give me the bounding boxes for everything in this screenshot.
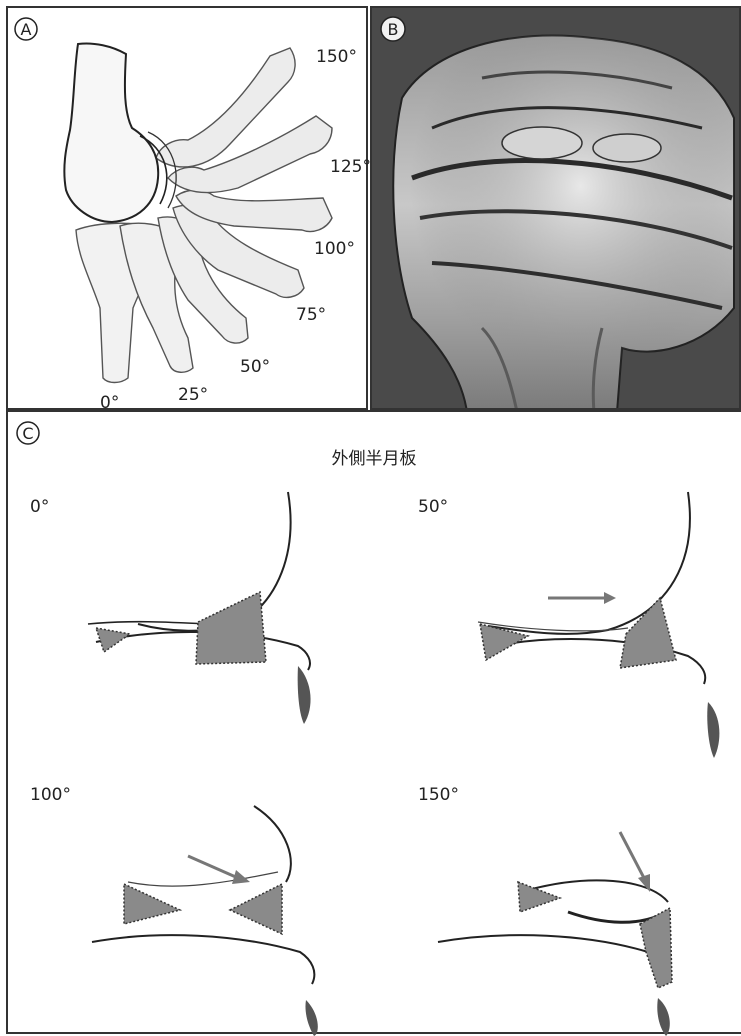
meniscus-posterior-0	[196, 592, 266, 664]
panel-b-render: B	[372, 8, 741, 410]
subpanel-150deg	[438, 832, 672, 1036]
panel-a-label: A	[15, 18, 37, 40]
angle-50: 50°	[240, 357, 270, 377]
angle-25: 25°	[178, 385, 208, 405]
plateau-bump-2	[593, 134, 661, 162]
meniscus-anterior-100	[124, 884, 180, 924]
femoral-condyle-100	[254, 806, 291, 882]
panel-b: B	[370, 6, 741, 410]
arrow-head-150	[638, 874, 650, 892]
sub-angle-0: 0°	[30, 497, 49, 517]
panel-b-label: B	[381, 17, 405, 41]
femoral-base-100	[128, 872, 278, 886]
meniscus-posterior-100	[230, 884, 282, 934]
svg-text:A: A	[21, 20, 32, 39]
angle-150: 150°	[316, 47, 357, 67]
arrow-head-50	[604, 592, 616, 604]
arrow-shaft-150	[620, 832, 644, 878]
sub-angle-50: 50°	[418, 497, 448, 517]
femur	[64, 43, 158, 222]
subpanel-0deg	[88, 492, 311, 724]
femoral-contact-150	[568, 912, 658, 922]
sub-angle-150: 150°	[418, 785, 459, 805]
femoral-condyle-0	[138, 492, 291, 631]
panel-c-label: C	[17, 422, 39, 444]
plateau-bump-1	[502, 127, 582, 159]
meniscus-anterior-0	[96, 628, 130, 652]
panel-c-title: 外側半月板	[332, 449, 417, 469]
angle-100: 100°	[314, 239, 355, 259]
svg-text:B: B	[388, 20, 399, 39]
angle-75: 75°	[296, 305, 326, 325]
femoral-base-0	[88, 622, 208, 624]
angle-125: 125°	[330, 157, 371, 177]
sub-angle-100: 100°	[30, 785, 71, 805]
subpanel-100deg	[92, 806, 318, 1036]
fibula-head-0	[298, 666, 311, 724]
tibial-plateau-100	[92, 935, 314, 984]
arrow-head-100	[232, 870, 250, 884]
panel-c: C 外側半月板 0° 50° 100° 150°	[6, 410, 741, 1034]
svg-text:C: C	[22, 424, 33, 443]
panel-c-drawing: C 外側半月板 0° 50° 100° 150°	[8, 412, 741, 1036]
fibula-head-100	[305, 1000, 317, 1036]
panel-a-drawing: A 150° 125° 100° 75° 50° 25° 0°	[8, 8, 370, 412]
meniscus-posterior-50	[620, 598, 676, 668]
fibula-head-50	[707, 702, 719, 758]
arrow-shaft-100	[188, 856, 238, 878]
tibial-plateau-150	[438, 935, 665, 984]
fibula-head-150	[657, 998, 670, 1036]
subpanel-50deg	[478, 492, 719, 758]
panel-a: A 150° 125° 100° 75° 50° 25° 0°	[6, 6, 368, 410]
